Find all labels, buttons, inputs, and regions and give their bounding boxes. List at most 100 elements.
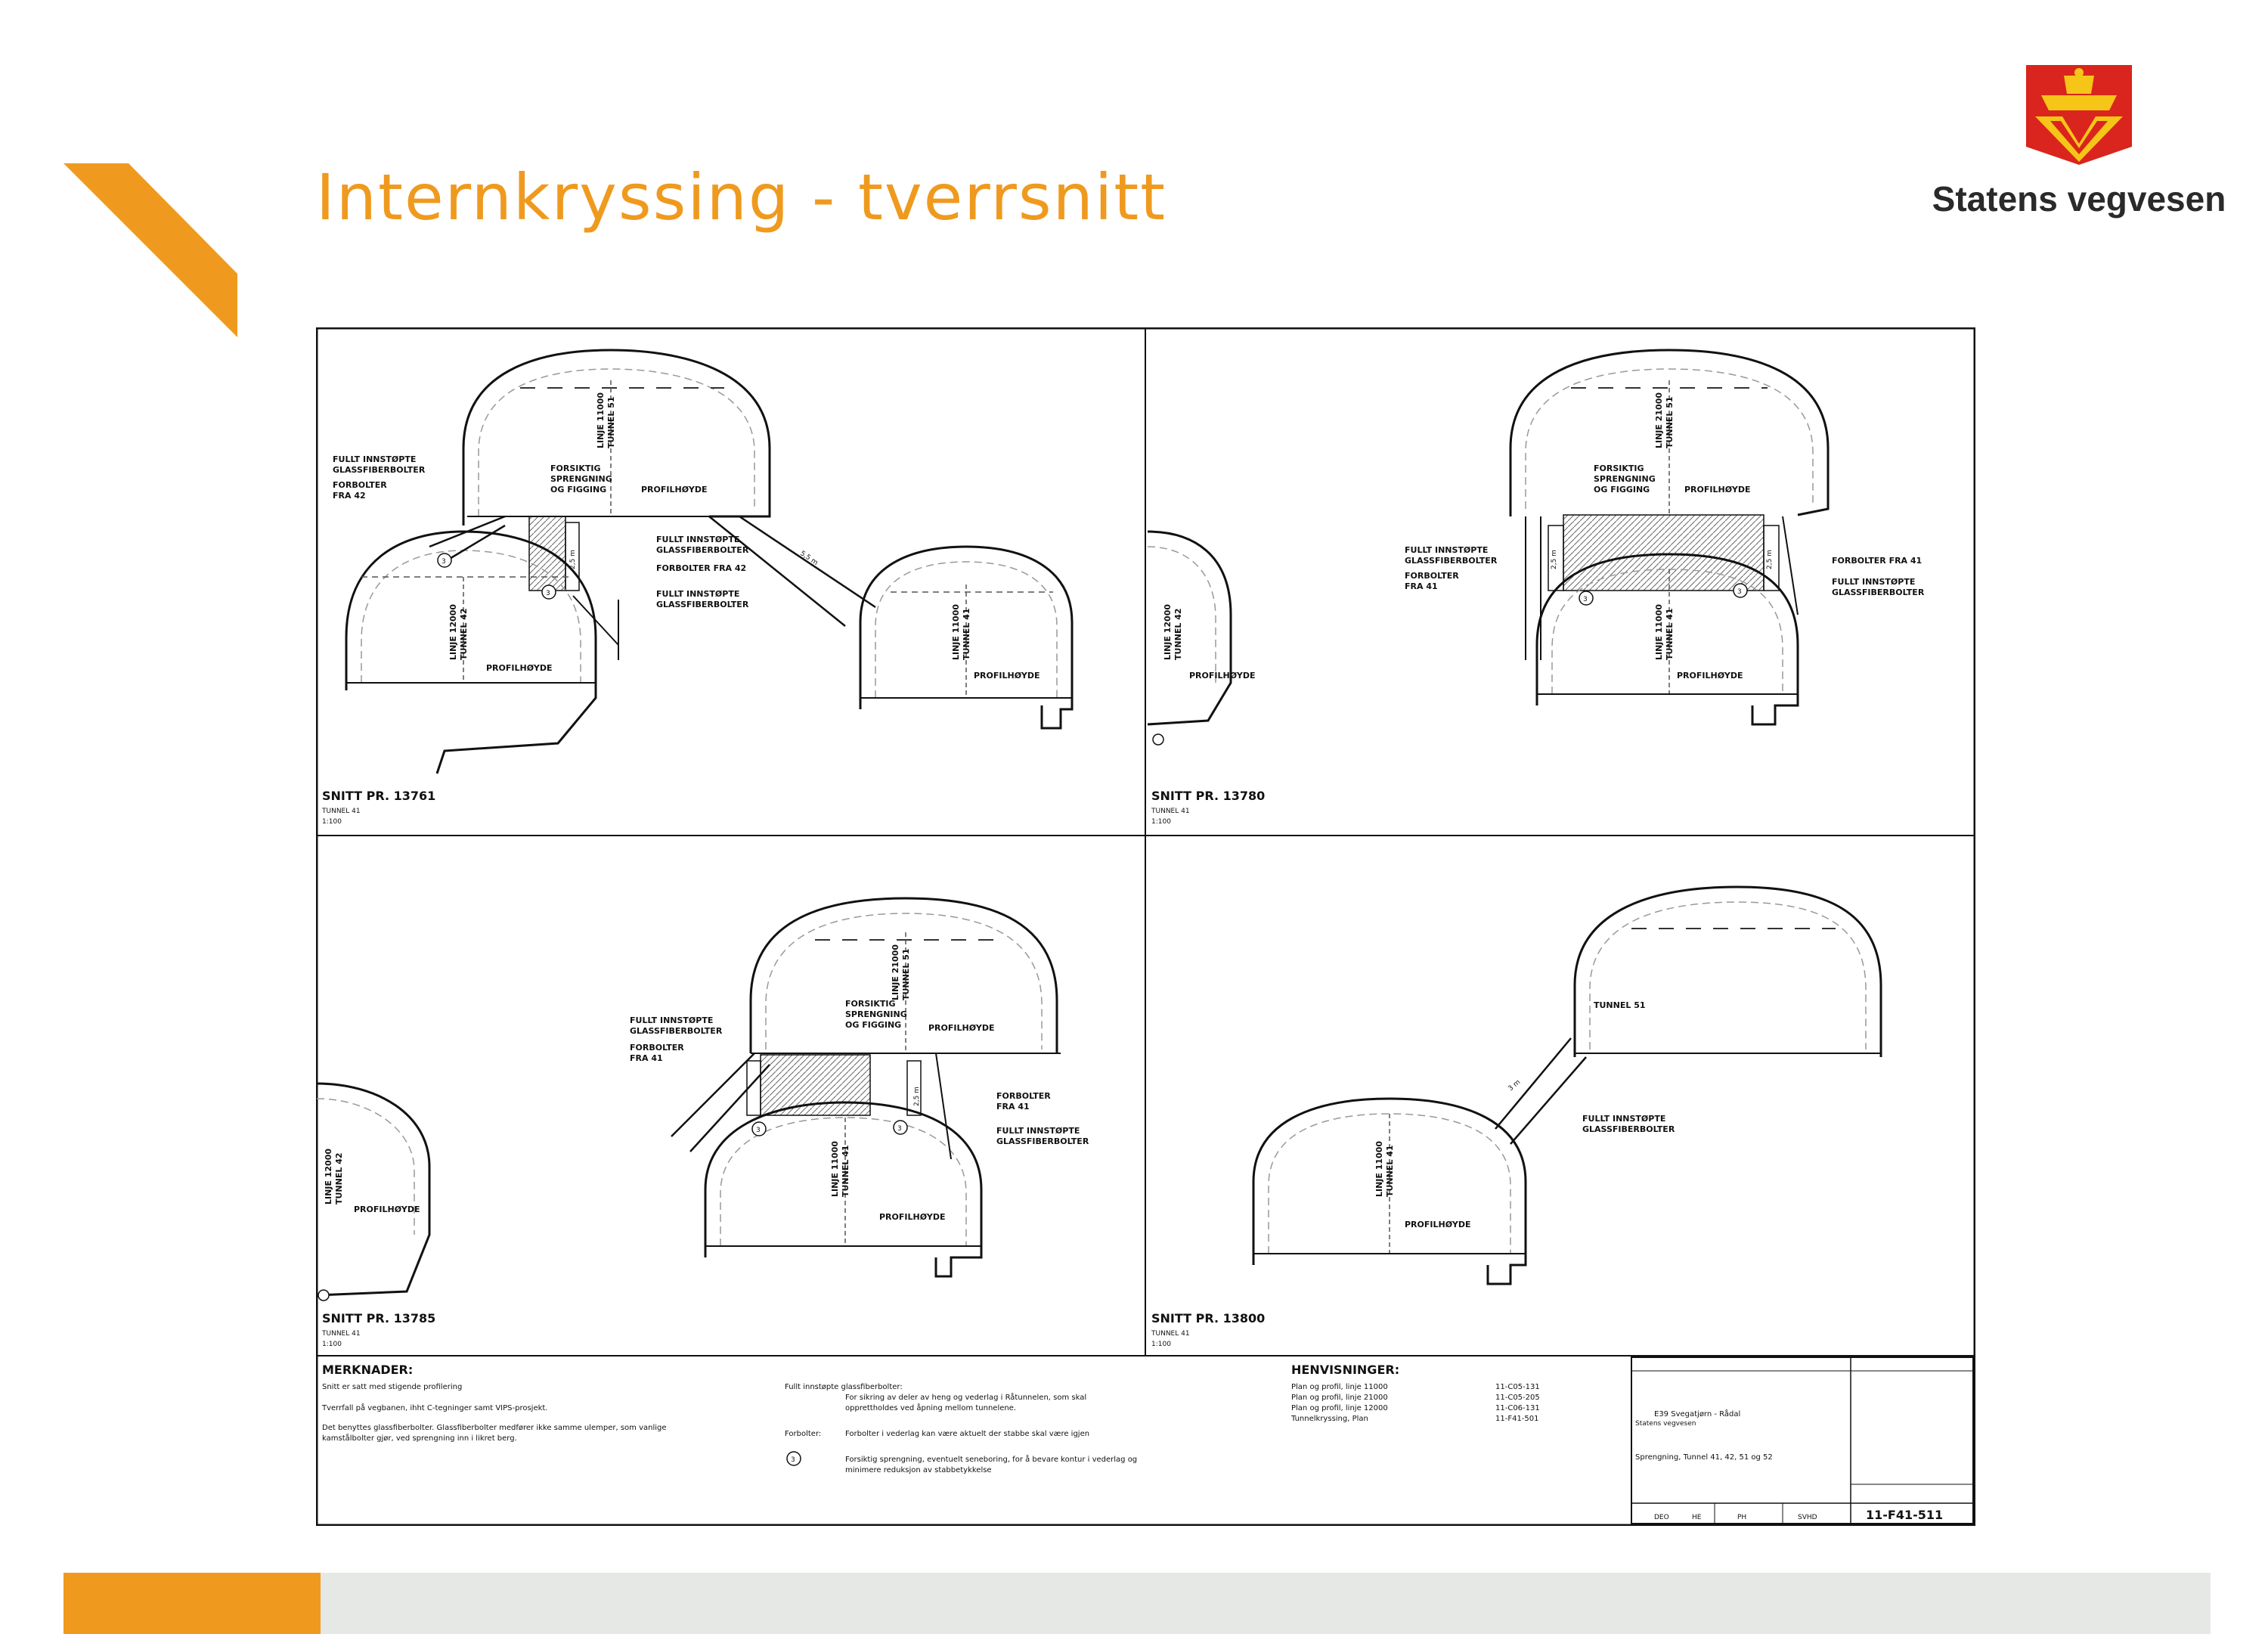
drawing-label: Statens vegvesen [1635,1420,1696,1428]
title-subtitle: Sprengning, Tunnel 41, 42, 51 og 52 [1635,1453,1773,1462]
drawing-label: PROFILHØYDE [486,663,552,673]
drawing-label: TUNNEL 41 [1151,808,1190,815]
references-block: HENVISNINGER: Plan og profil, linje 1100… [1290,1363,1540,1423]
drawing-label: FULLT INNSTØPTE [656,535,739,544]
references-heading: HENVISNINGER: [1291,1363,1399,1377]
drawing-label: 11-C05-131 [1495,1383,1540,1391]
drawing-label: For sikring av deler av heng og vederlag… [845,1392,1086,1402]
drawing-label: 1:100 [1151,1341,1171,1348]
drawing-label: minimere reduksjon av stabbetykkelse [845,1466,992,1474]
drawing-label: OG FIGGING [550,485,606,495]
drawing-label: Plan og profil, linje 21000 [1291,1394,1388,1402]
panel-section-13780: 3 3 FORSIKTIG SPRENGNING OG FIGGING PROF… [1147,349,1925,826]
drawing-label: Fullt innstøpte glassfiberbolter: [785,1383,903,1391]
drawing-label: GLASSFIBERBOLTER [996,1136,1089,1146]
drawing-label: Plan og profil, linje 12000 [1291,1404,1388,1412]
drawing-label: SVHD [1798,1514,1817,1521]
drawing-label: FORBOLTER [1405,571,1459,581]
drawing-label: 2,5 m [1551,550,1558,569]
drawing-label: Det benyttes glassfiberbolter. Glassfibe… [322,1424,667,1432]
drawing-label: Tverrfall på vegbanen, ihht C-tegninger … [321,1403,548,1412]
drawing-label: DEO [1654,1514,1669,1521]
drawing-label: FORBOLTER [630,1043,684,1053]
drawing-label: 11-C06-131 [1495,1404,1540,1412]
drawing-label: Forbolter: [785,1430,821,1438]
drawing-label: FRA 42 [333,491,366,501]
drawing-label: TUNNEL 41 [841,1145,850,1197]
drawing-label: Tunnelkryssing, Plan [1290,1415,1368,1423]
drawing-label: PH [1737,1514,1746,1521]
drawing-label: LINJE 12000 [448,604,458,660]
drawing-label: kamstålbolter gjør, ved sprengning inn i… [322,1433,517,1443]
drawing-label: opprettholdes ved åpning mellom tunnelen… [845,1403,1016,1412]
drawing-label: 11-F41-501 [1495,1415,1539,1423]
drawing-label: TUNNEL 42 [1173,608,1183,660]
drawing-label: FRA 41 [1405,581,1438,591]
drawing-label: 2,5 m [569,550,577,569]
drawing-label: PROFILHØYDE [1189,671,1255,681]
drawing-label: TUNNEL 42 [459,608,469,660]
drawing-label: 1:100 [1151,818,1171,826]
drawing-label: PROFILHØYDE [641,485,707,495]
drawing-label: FULLT INNSTØPTE [996,1126,1080,1136]
drawing-label: 3 [897,1125,902,1133]
drawing-label: 3 [1737,588,1742,596]
drawing-label: Plan og profil, linje 11000 [1291,1383,1388,1391]
drawing-label: TUNNEL 51 [1594,1000,1646,1010]
drawing-label: FORSIKTIG [550,464,601,473]
panel-section-13800: TUNNEL 51 FULLT INNSTØPTE GLASSFIBERBOLT… [1151,885,1882,1348]
drawing-label: PROFILHØYDE [1677,671,1743,681]
drawing-label: OG FIGGING [1594,485,1650,495]
drawing-label: GLASSFIBERBOLTER [630,1026,723,1036]
drawing-label: SPRENGNING [845,1009,907,1019]
drawing-label: PROFILHØYDE [1684,485,1750,495]
drawing-label: FORBOLTER FRA 41 [1832,556,1922,566]
section-title-1: SNITT PR. 13761 [322,789,435,803]
drawing-label: LINJE 21000 [1654,392,1664,448]
drawing-label: 1:100 [322,818,342,826]
drawing-label: 1:100 [322,1341,342,1348]
drawing-label: FULLT INNSTØPTE [333,454,416,464]
drawing-label: TUNNEL 51 [606,396,616,448]
drawing-label: FORBOLTER [996,1091,1051,1101]
drawing-label: Forbolter i vederlag kan være aktuelt de… [845,1430,1089,1438]
drawing-label: LINJE 11000 [1654,604,1664,660]
drawing-label: FULLT INNSTØPTE [1582,1114,1665,1124]
drawing-label: GLASSFIBERBOLTER [1582,1124,1675,1134]
drawing-label: LINJE 11000 [1374,1141,1384,1197]
title-block: E39 Svegatjørn - Rådal Statens vegvesen … [1631,1356,1974,1524]
drawing-label: PROFILHØYDE [974,671,1040,681]
drawing-label: GLASSFIBERBOLTER [1832,588,1925,597]
drawing-label: PROFILHØYDE [928,1023,994,1033]
drawing-label: FRA 41 [630,1053,663,1063]
panel-section-13761: 3 3 FULLT INNSTØPTE GLASSFIBERBOLTER FOR… [321,349,1074,826]
corner-chevron-decoration [64,163,237,337]
drawing-label: GLASSFIBERBOLTER [656,600,749,609]
drawing-label: TUNNEL 51 [901,948,911,1000]
title-project: E39 Svegatjørn - Rådal [1654,1409,1740,1419]
drawing-label: PROFILHØYDE [354,1205,420,1214]
drawing-label: TUNNEL 51 [1665,396,1675,448]
drawing-label: GLASSFIBERBOLTER [656,545,749,555]
notes-heading: MERKNADER: [322,1363,413,1377]
drawing-label: TUNNEL 41 [1385,1145,1395,1197]
drawing-label: SPRENGNING [550,474,612,484]
drawing-label: HE [1692,1514,1702,1521]
section-title-2: SNITT PR. 13780 [1151,789,1265,803]
drawing-label: FULLT INNSTØPTE [656,589,739,599]
drawing-label: FULLT INNSTØPTE [1832,577,1915,587]
drawing-label: 2,5 m [1766,550,1774,569]
drawing-label: TUNNEL 41 [1151,1330,1190,1338]
drawing-label: TUNNEL 41 [321,1330,361,1338]
panel-section-13785: 3 3 FORSIKTIG SPRENGNING OG FIGGING PROF… [316,897,1089,1348]
drawing-label: 3 [546,590,550,597]
drawing-label: FORBOLTER FRA 42 [656,563,746,573]
drawing-label: GLASSFIBERBOLTER [1405,556,1498,566]
drawing-number: 11-F41-511 [1866,1508,1943,1522]
footer-accent-bar [64,1573,321,1634]
drawing-label: LINJE 12000 [1163,604,1173,660]
drawing-label: 11-C05-205 [1495,1394,1540,1402]
statens-vegvesen-logo [1920,62,2238,228]
drawing-label: SPRENGNING [1594,474,1656,484]
drawing-label: 3 [1583,596,1588,603]
